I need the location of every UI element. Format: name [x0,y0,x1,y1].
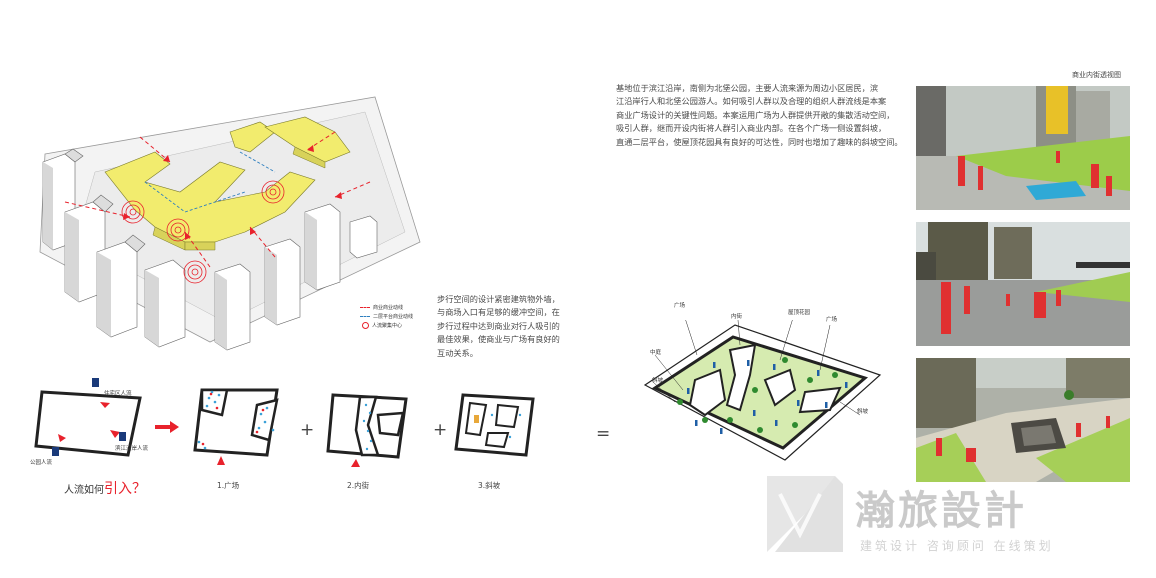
plan-label: 斜坡 [857,409,869,415]
question-emphasis: 引入？ [104,481,146,497]
equals-sign: = [596,424,611,444]
label-residential: 住宅区人流 [104,391,132,397]
person-icon [92,378,99,387]
plan-label: 中庭 [650,350,662,356]
flow-question: 人流如何引入？ [64,478,146,498]
person-icon [52,447,59,456]
plus-sign: + [300,420,315,440]
watermark-title: 瀚旅設計 [855,487,1027,534]
watermark-subtitle: 建筑设计 咨询顾问 在线策划 [860,539,1054,553]
person-icon [119,432,126,441]
site-outline-diagram [34,390,142,457]
perspective-title: 商业内街透视图 [1072,71,1121,79]
legend-blue-line [360,316,370,317]
description-right: 基地位于滨江沿岸，南侧为北堡公园，主要人流来源为周边小区居民，滨 江沿岸行人和北… [616,83,903,147]
label-riverside: 滨江沿岸人流 [115,446,149,452]
legend-label: 二层平台商业动线 [373,314,414,320]
legend-label: 商业商业动线 [373,305,404,311]
caption-slope: 3.斜坡 [478,481,501,490]
legend-ring-icon [362,322,369,329]
plan-label: 内街 [731,314,743,320]
diagram-slope [454,393,535,457]
plan-label: 广场 [826,317,838,323]
plan-label: 广场 [674,303,686,309]
question-prefix: 人流如何 [64,485,104,496]
red-arrow-icon [155,421,179,433]
perspective-image-1 [916,86,1130,210]
perspective-image-3 [916,358,1130,482]
label-park: 公园人流 [30,460,53,466]
perspective-image-2 [916,222,1130,346]
legend-label: 人流聚集中心 [372,323,403,329]
result-plan [643,320,882,461]
diagram-plaza [193,388,279,465]
caption-plaza: 1.广场 [217,481,240,490]
watermark-logo [767,476,843,552]
masterplan-axonometric [39,96,421,351]
diagram-inner-street [326,393,408,467]
description-left: 步行空间的设计紧密建筑物外墙， 与商场入口有足够的缓冲空间，在 步行过程中达到商… [437,294,560,358]
caption-inner-street: 2.内街 [347,481,370,490]
plan-label: 斜坡 [652,378,664,384]
masterplan-legend: 商业商业动线 二层平台商业动线 人流聚集中心 [360,303,413,330]
plan-label: 屋顶花园 [788,310,811,316]
legend-red-line [360,307,370,308]
plus-sign: + [433,420,448,440]
